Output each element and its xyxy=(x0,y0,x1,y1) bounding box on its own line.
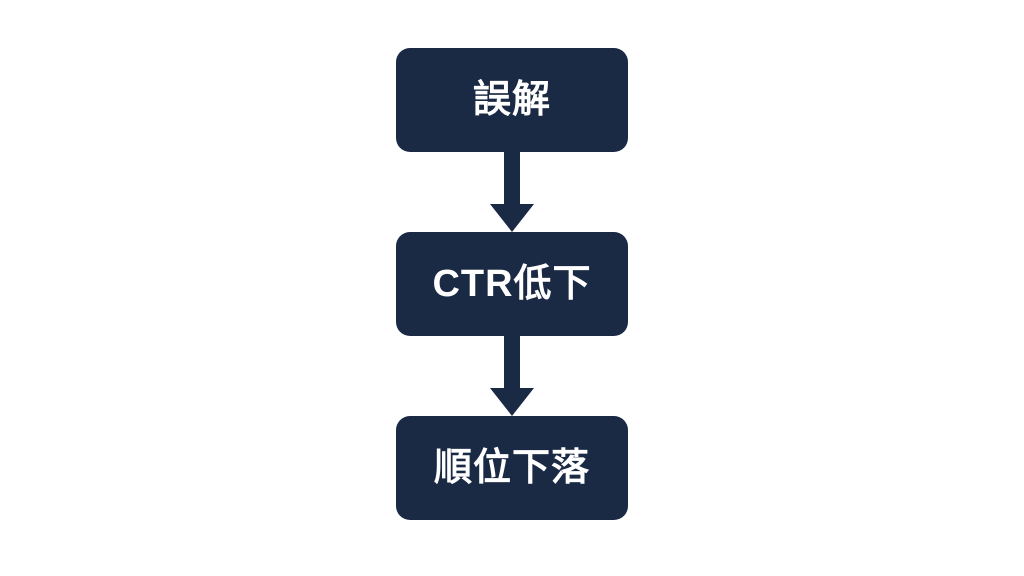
flow-node-ctr-decline-label: CTR低下 xyxy=(432,263,592,305)
arrow-down-icon xyxy=(490,204,534,232)
flow-node-ranking-drop: 順位下落 xyxy=(396,416,628,520)
arrow-stem xyxy=(504,152,520,204)
arrow-stem xyxy=(504,336,520,388)
arrow-down-icon xyxy=(490,388,534,416)
flow-node-ranking-drop-label: 順位下落 xyxy=(433,447,590,489)
down-arrow-connector-2 xyxy=(490,336,534,416)
flow-node-misunderstanding: 誤解 xyxy=(396,48,628,152)
flow-node-ctr-decline: CTR低下 xyxy=(396,232,628,336)
down-arrow-connector-1 xyxy=(490,152,534,232)
flow-node-misunderstanding-label: 誤解 xyxy=(472,79,551,121)
